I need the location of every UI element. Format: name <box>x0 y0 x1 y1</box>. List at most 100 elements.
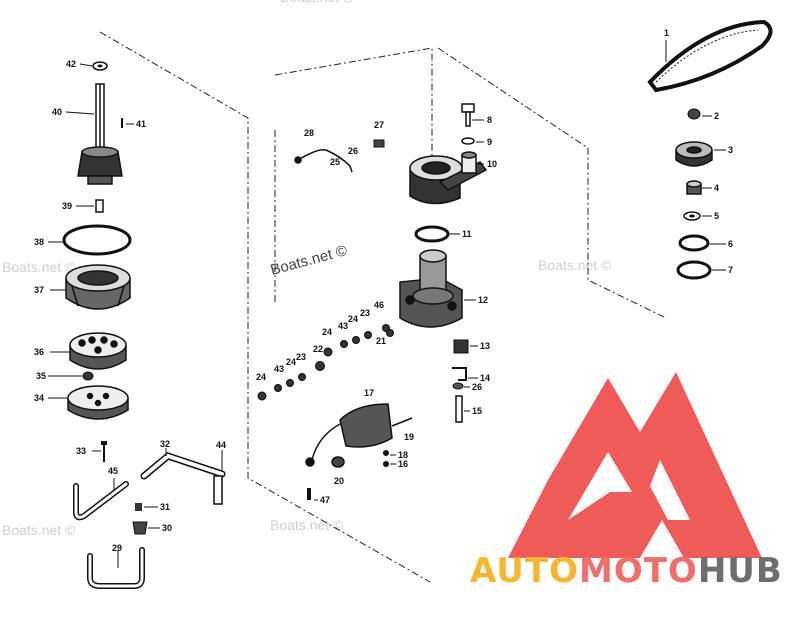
part-27-connector <box>373 139 385 148</box>
callout-31: 31 <box>160 502 170 512</box>
watermark-faint: Boats.net © <box>2 522 76 538</box>
part-15-bolt <box>455 395 463 423</box>
leader-lines <box>48 40 726 568</box>
watermark-faint: Boats.net © <box>2 259 76 275</box>
callout-20: 20 <box>334 476 344 486</box>
callout-35: 35 <box>36 371 46 381</box>
part-37-flywheel <box>65 264 131 310</box>
part-42-washer <box>92 61 108 71</box>
part-29-hose <box>87 547 145 589</box>
part-8-bolt <box>461 103 475 127</box>
callout-42: 42 <box>66 59 76 69</box>
callout-38: 38 <box>34 237 44 247</box>
part-13-block <box>453 339 469 354</box>
part-31-clip <box>135 503 142 511</box>
watermark-main: Boats.net © <box>269 242 349 279</box>
callout-24b: 24 <box>348 314 358 324</box>
callout-32: 32 <box>160 439 170 449</box>
part-33-screw <box>101 441 107 462</box>
callout-40: 40 <box>52 107 62 117</box>
callout-2: 2 <box>714 111 719 121</box>
callout-5: 5 <box>714 211 719 221</box>
watermark-faint: Boats.net © <box>538 257 612 273</box>
callout-36: 36 <box>34 347 44 357</box>
part-6-ring <box>678 234 710 252</box>
callout-14: 14 <box>480 373 490 383</box>
watermark-faint: Boats.net © <box>270 517 344 533</box>
part-10-bracket <box>409 155 488 205</box>
callout-47: 47 <box>320 495 330 505</box>
callout-15: 15 <box>472 406 482 416</box>
callout-12: 12 <box>478 295 488 305</box>
part-40-shaft <box>77 83 123 185</box>
callout-30: 30 <box>162 523 172 533</box>
part-36-stator <box>69 332 127 370</box>
part-11-oring <box>414 225 450 243</box>
part-30-cap <box>132 521 148 535</box>
part-callouts: 1 2 3 4 5 6 7 8 9 10 11 12 13 14 15 16 1… <box>34 28 733 553</box>
callout-46: 46 <box>374 300 384 310</box>
brand-part-1: AUTO <box>470 551 579 591</box>
callout-45: 45 <box>108 466 118 476</box>
brand-part-2: MOTO <box>579 551 698 591</box>
callout-28: 28 <box>304 128 314 138</box>
callout-21: 21 <box>376 336 386 346</box>
callout-4: 4 <box>714 183 719 193</box>
part-47-screw <box>307 488 311 500</box>
callout-29: 29 <box>112 543 122 553</box>
callout-19: 19 <box>404 432 414 442</box>
part-39-pin <box>95 199 104 213</box>
callout-18: 18 <box>398 450 408 460</box>
part-3-pulley <box>675 141 713 167</box>
watermark-faint: Boats.net © <box>280 0 354 5</box>
callout-26: 26 <box>472 382 482 392</box>
callout-17: 17 <box>364 388 374 398</box>
part-1-belt <box>647 19 773 93</box>
part-32-hose-inner <box>142 453 224 478</box>
part-9-washer <box>461 137 475 145</box>
brand-wordmark: AUTOMOTOHUB <box>470 551 783 591</box>
callout-22: 22 <box>313 344 323 354</box>
callout-25: 25 <box>330 157 340 167</box>
callout-24: 24 <box>256 372 266 382</box>
part-38-ring <box>62 224 132 256</box>
callout-26b: 26 <box>348 146 358 156</box>
brand-logo-triangle-icon <box>508 372 762 558</box>
callout-3: 3 <box>728 145 733 155</box>
callout-37: 37 <box>34 285 44 295</box>
part-12-housing <box>399 249 463 328</box>
callout-33: 33 <box>76 446 86 456</box>
dashed-boundary <box>99 31 667 583</box>
callout-9: 9 <box>487 137 492 147</box>
callout-44: 44 <box>216 440 226 450</box>
part-18-nut <box>383 450 389 456</box>
part-34-plate <box>67 385 129 420</box>
callout-24d: 24 <box>286 357 296 367</box>
callout-23: 23 <box>296 352 306 362</box>
callout-23b: 23 <box>360 308 370 318</box>
part-29-hose-inner <box>88 548 144 588</box>
small-hardware <box>257 324 394 401</box>
part-10-bushing <box>461 151 477 174</box>
callout-11: 11 <box>462 229 472 239</box>
part-16-nut <box>383 461 389 467</box>
part-17-harness <box>305 403 413 468</box>
part-14-bracket <box>452 367 467 381</box>
callout-43b: 43 <box>338 321 348 331</box>
callout-10: 10 <box>487 159 497 169</box>
part-5-washer <box>683 211 701 221</box>
callout-8: 8 <box>487 115 492 125</box>
callout-27: 27 <box>374 120 384 130</box>
part-2-nut <box>687 108 701 120</box>
part-35-nut <box>82 371 94 381</box>
part-26-washer <box>452 382 464 390</box>
part-7-ring <box>676 260 712 280</box>
part-45-hose-inner <box>74 482 128 519</box>
callout-41: 41 <box>136 119 146 129</box>
callout-39: 39 <box>62 201 72 211</box>
part-44-fitting <box>213 475 223 505</box>
part-28-wire <box>294 148 353 173</box>
callout-1: 1 <box>664 28 669 38</box>
callout-16: 16 <box>398 459 408 469</box>
callout-43a: 43 <box>274 364 284 374</box>
